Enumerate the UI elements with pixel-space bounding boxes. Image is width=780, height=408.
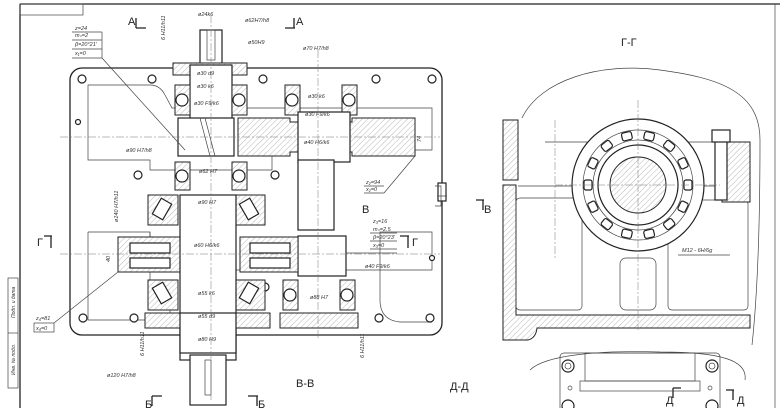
section-b-right: Б	[258, 399, 265, 408]
bearing-roller	[677, 157, 689, 170]
gear-param-gear2: z₄=81 x₄=0	[33, 271, 119, 333]
bearing-roller	[620, 228, 633, 239]
section-a-right: А	[296, 16, 304, 28]
param: z₄=81	[35, 316, 50, 322]
stamp-cell-1: Подп. и дата	[11, 286, 17, 318]
section-g-left: Г	[37, 237, 43, 249]
bearing-roller	[600, 139, 614, 152]
dim-d30k6-a: ø30 k6	[197, 84, 215, 90]
gear-param-pinion2: z₃=16 mₙ=2.5 β=20°23' x₃=0	[346, 219, 397, 254]
dim-d50h9: ø50H9	[248, 40, 265, 46]
dim-d30f9k6-a: ø30 F9/k6	[194, 101, 220, 107]
side-stamp: Подп. и дата Инв. № подл.	[7, 277, 19, 389]
bearing-roller	[643, 131, 656, 142]
param: x₂=0	[365, 187, 378, 193]
bearing-roller	[587, 157, 599, 170]
bolt	[714, 139, 728, 201]
bearing-roller	[662, 139, 676, 152]
param: x₄=0	[35, 326, 48, 332]
dim-width-74: 74	[417, 136, 423, 142]
drawing-frame	[19, 3, 780, 408]
section-dd-view	[529, 351, 746, 408]
param: z=24	[74, 26, 87, 32]
section-d-left: Д	[666, 395, 674, 407]
dim-fit-6h11-c: 6 H11/h11	[360, 333, 366, 358]
bearing-roller	[662, 218, 676, 231]
section-d-right: Д	[737, 395, 745, 407]
bearing-roller	[587, 200, 599, 213]
gear-param-gear1: z₂=94 x₂=0	[364, 155, 416, 194]
section-gg-view	[435, 67, 761, 346]
bolt-holes	[74, 74, 437, 323]
bearing-roller	[677, 200, 689, 213]
bearings	[147, 84, 358, 311]
view-title-gg: Г-Г	[621, 37, 637, 49]
dim-d90h7: ø90 H7	[198, 200, 217, 206]
dim-d88h7: ø88 H7	[310, 295, 329, 301]
section-a-left: А	[128, 16, 136, 28]
bearing-roller	[620, 131, 633, 142]
dim-d55d9: ø55 d9	[198, 314, 215, 320]
dim-thread: M12 - 6H/6g	[682, 248, 713, 254]
dimension-labels: ø24k6 ø62H7/h8 ø50H9 ø70 H7/h8 ø30 d9 ø3…	[106, 12, 713, 379]
section-b-left: Б	[145, 399, 152, 408]
section-v-right: В	[484, 204, 491, 216]
dim-d24k6: ø24k6	[198, 12, 214, 18]
dim-fit-6h11-b: 6 H11/h11	[140, 331, 146, 356]
section-v-mid: В	[362, 204, 369, 216]
dim-fit-6h11-a: 6 H11/h11	[161, 15, 167, 40]
dim-d80h9: ø80 H9	[198, 337, 216, 343]
bearing-roller	[600, 218, 614, 231]
param: mₙ=2	[75, 33, 88, 39]
param: z₃=16	[372, 219, 388, 225]
dim-d30k6-b: ø30 k6	[308, 94, 326, 100]
dim-d62h7: ø62 H7	[199, 169, 218, 175]
pinion-2	[297, 235, 347, 277]
dim-d30f9k6-b: ø30 F9/k6	[305, 112, 331, 118]
dim-d55k6: ø55 k6	[198, 291, 216, 297]
param: mₙ=2.5	[373, 227, 392, 233]
param: z₂=94	[365, 180, 380, 186]
param: x₁=0	[74, 51, 87, 57]
section-markers: А А Б Б В В Г Г В-В Г-Г Д-Д Д Д	[37, 16, 745, 408]
dim-d90h7h8: ø90 H7/h8	[126, 148, 153, 154]
param: β=20°21'	[74, 42, 98, 48]
dim-d40f9k6: ø40 F9/k6	[365, 264, 391, 270]
dim-d70h7h8: ø70 H7/h8	[303, 46, 330, 52]
dim-d30d9: ø30 d9	[197, 71, 214, 77]
intermediate-shaft	[297, 159, 335, 231]
view-title-dd: Д-Д	[450, 381, 469, 393]
dim-d140h7h11: ø140 H7/h11	[114, 191, 120, 222]
view-title-vv: В-В	[296, 378, 314, 390]
dim-d60h6k6: ø60 H6/k6	[194, 243, 220, 249]
dim-d120h7h8: ø120 H7/h8	[107, 373, 137, 379]
param: x₃=0	[372, 243, 385, 249]
gear-param-pinion1: z=24 mₙ=2 β=20°21' x₁=0	[72, 26, 186, 151]
bearing-roller	[643, 228, 656, 239]
dim-d40h6k6: ø40 H6/k6	[304, 140, 330, 146]
main-view	[60, 15, 447, 406]
param: β=20°23'	[372, 235, 396, 241]
dim-d62h7h8: ø62H7/h8	[245, 18, 270, 24]
dim-width-40: 40	[106, 255, 112, 262]
stamp-cell-2: Инв. № подл.	[11, 344, 17, 375]
section-g-mid: Г	[412, 237, 418, 249]
roller-bearing	[583, 131, 693, 239]
